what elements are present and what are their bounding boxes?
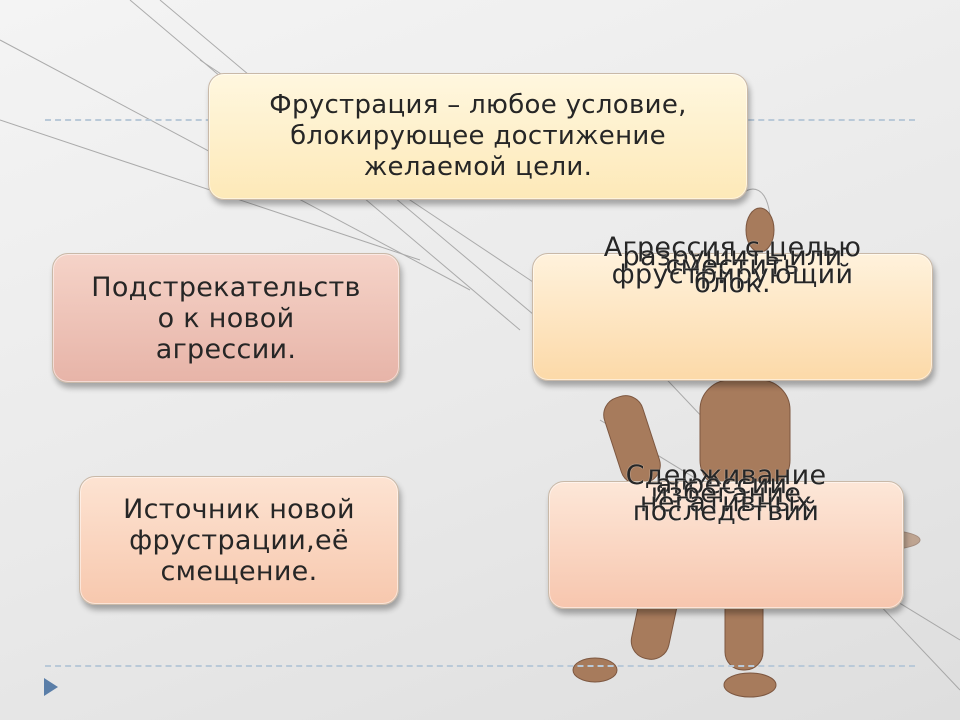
box-line: фрустрации,её [129, 525, 349, 556]
new-frustration-source-box: Источник новой фрустрации,её смещение. [79, 476, 399, 605]
box-line: сместить [665, 250, 800, 281]
box-line: Сдерживание [625, 460, 827, 491]
aggression-restraint-box: Сдерживание агрессии, избегание негативн… [548, 460, 904, 609]
incitement-box: Подстрекательств о к новой агрессии. [52, 253, 400, 383]
box-line: желаемой цели. [363, 152, 593, 182]
box-line: Агрессия с целью [603, 232, 862, 263]
frustration-definition-box: Фрустрация – любое условие, блокирующее … [208, 73, 748, 200]
box-line: последствий [632, 496, 820, 527]
box-line: смещение. [160, 556, 318, 587]
aggression-goal-box: Агрессия с целью разрушить или сместить … [532, 232, 933, 381]
box-line: блок. [694, 268, 771, 299]
box-line: разрушить или [622, 241, 843, 272]
play-arrow-icon[interactable] [44, 678, 58, 696]
box-line: агрессии, [655, 469, 797, 500]
box-line: Подстрекательств [91, 271, 361, 303]
box-line: негативных [639, 487, 813, 518]
box-line: о к новой [157, 302, 295, 334]
box-line: Фрустрация – любое условие, [269, 90, 687, 120]
box-line: избегание [650, 478, 802, 509]
box-line: блокирующее достижение [290, 121, 666, 151]
box-line: фрустрирующий [611, 259, 854, 290]
box-line: агрессии. [155, 333, 297, 365]
bottom-divider-line [45, 665, 915, 667]
box-line: Источник новой [123, 494, 355, 525]
